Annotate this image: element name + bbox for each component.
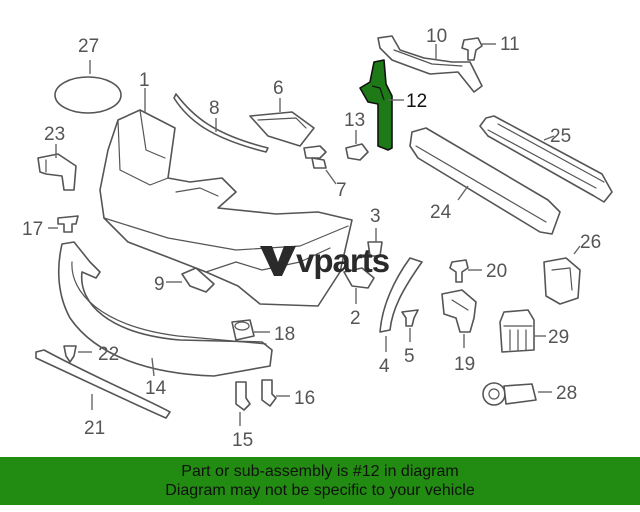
callout-17[interactable]: 17 <box>22 219 43 240</box>
vparts-watermark: vparts <box>260 242 390 279</box>
leader-25 <box>543 135 555 141</box>
callout-11[interactable]: 11 <box>500 34 520 55</box>
part-17-clip[interactable] <box>57 215 79 233</box>
callout-6[interactable]: 6 <box>273 78 284 99</box>
callout-10[interactable]: 10 <box>426 26 447 47</box>
part-5-fastener[interactable] <box>401 309 419 327</box>
part-26-sensor-bracket[interactable] <box>543 257 581 305</box>
callout-20[interactable]: 20 <box>486 261 507 282</box>
callout-27[interactable]: 27 <box>78 36 99 57</box>
part-25-reinforcement[interactable] <box>479 115 613 203</box>
callout-23[interactable]: 23 <box>44 124 65 145</box>
callout-3[interactable]: 3 <box>370 206 381 227</box>
part-21-lower-strip[interactable] <box>35 349 171 419</box>
callout-12[interactable]: 12 <box>406 91 427 112</box>
part-11-bolt[interactable] <box>461 37 483 61</box>
callout-16[interactable]: 16 <box>294 388 315 409</box>
part-22-clip[interactable] <box>63 345 77 363</box>
leader-7 <box>325 169 337 185</box>
leader-26 <box>573 245 581 255</box>
callout-1[interactable]: 1 <box>139 70 150 91</box>
part-28-sensor[interactable] <box>482 382 537 406</box>
callout-19[interactable]: 19 <box>454 354 475 375</box>
part-16-bolt[interactable] <box>261 379 277 407</box>
callout-5[interactable]: 5 <box>404 346 415 367</box>
part-29-sensor-housing[interactable] <box>499 309 535 353</box>
part-13-bolt[interactable] <box>345 143 369 161</box>
callout-9[interactable]: 9 <box>154 274 165 295</box>
callout-4[interactable]: 4 <box>379 356 390 377</box>
callout-18[interactable]: 18 <box>274 324 295 345</box>
part-2-bracket[interactable] <box>343 267 375 289</box>
part-6-garnish[interactable] <box>249 111 315 147</box>
callout-8[interactable]: 8 <box>209 98 220 119</box>
caption-line-part: Part or sub-assembly is #12 in diagram <box>181 463 459 480</box>
part-19-bracket[interactable] <box>441 289 477 333</box>
leader-24 <box>457 185 469 201</box>
leader-14 <box>151 357 155 377</box>
part-27-emblem[interactable] <box>54 76 122 114</box>
part-10-bracket[interactable] <box>377 35 483 93</box>
part-8-trim-strip[interactable] <box>173 93 269 153</box>
part-15-bolt[interactable] <box>235 381 251 411</box>
part-24-absorber[interactable] <box>409 127 561 235</box>
bumper-parts-diagram: 27 1 8 6 23 17 7 13 <box>22 26 613 451</box>
callout-29[interactable]: 29 <box>548 327 569 348</box>
callout-25[interactable]: 25 <box>550 126 571 147</box>
caption-bar: Part or sub-assembly is #12 in diagram D… <box>0 457 640 505</box>
callout-2[interactable]: 2 <box>350 308 361 329</box>
callout-22[interactable]: 22 <box>98 344 119 365</box>
callout-15[interactable]: 15 <box>232 430 253 451</box>
part-7-bolt[interactable] <box>303 145 327 169</box>
part-4-strip[interactable] <box>379 257 423 333</box>
part-3-clip[interactable] <box>367 241 383 257</box>
part-14-lower-spoiler[interactable] <box>57 241 273 377</box>
part-20-clip[interactable] <box>449 259 469 283</box>
callout-14[interactable]: 14 <box>145 378 167 399</box>
caption-line-disclaimer: Diagram may not be specific to your vehi… <box>165 482 475 499</box>
part-9-clip[interactable] <box>181 267 215 293</box>
callout-13[interactable]: 13 <box>344 110 365 131</box>
watermark-text: vparts <box>296 242 389 279</box>
callout-26[interactable]: 26 <box>580 232 601 253</box>
callout-28[interactable]: 28 <box>556 383 577 404</box>
callout-7[interactable]: 7 <box>336 180 347 201</box>
part-23-bracket[interactable] <box>37 153 77 191</box>
callout-24[interactable]: 24 <box>430 202 452 223</box>
part-18-cap[interactable] <box>231 319 255 341</box>
callout-21[interactable]: 21 <box>84 418 105 439</box>
part-12-bracket-highlighted[interactable] <box>359 59 393 151</box>
